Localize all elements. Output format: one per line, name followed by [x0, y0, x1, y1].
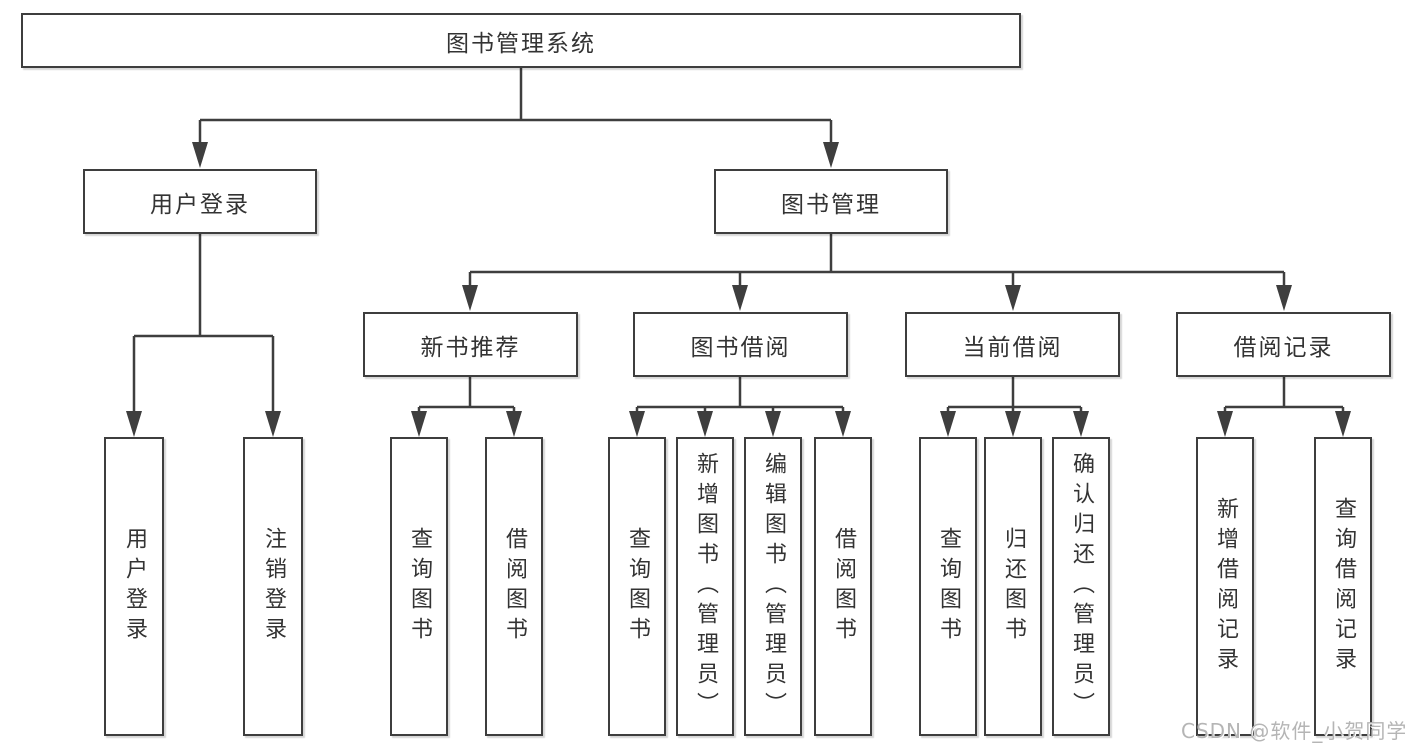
arrowhead-icon — [732, 285, 748, 311]
node-book-management: 图书管理 — [714, 169, 948, 234]
arrowhead-icon — [1005, 285, 1021, 311]
arrowhead-icon — [823, 142, 839, 168]
arrowhead-icon — [462, 285, 478, 311]
node-borrow-books-borrowing: 借阅图书 — [814, 437, 872, 736]
arrowhead-icon — [1335, 411, 1351, 437]
arrowheads — [126, 142, 1351, 437]
node-new-book-recommendation: 新书推荐 — [363, 312, 578, 377]
arrowhead-icon — [411, 411, 427, 437]
node-current-borrowing: 当前借阅 — [905, 312, 1120, 377]
node-add-books-admin: 新增图书（管理员） — [676, 437, 734, 736]
arrowhead-icon — [506, 411, 522, 437]
arrowhead-icon — [265, 411, 281, 437]
node-query-borrow-record: 查询借阅记录 — [1314, 437, 1372, 736]
node-logout-leaf: 注销登录 — [243, 437, 303, 736]
node-confirm-return-admin: 确认归还（管理员） — [1052, 437, 1110, 736]
watermark-text: CSDN @软件_小贺同学 — [1181, 719, 1405, 743]
node-user-login: 用户登录 — [83, 169, 317, 234]
node-query-books-borrowing: 查询图书 — [608, 437, 666, 736]
arrowhead-icon — [1217, 411, 1233, 437]
arrowhead-icon — [192, 142, 208, 168]
arrowhead-icon — [1276, 285, 1292, 311]
arrowhead-icon — [835, 411, 851, 437]
arrowhead-icon — [697, 411, 713, 437]
arrowhead-icon — [765, 411, 781, 437]
node-return-books: 归还图书 — [984, 437, 1042, 736]
node-borrowing-records: 借阅记录 — [1176, 312, 1391, 377]
node-library-management-system: 图书管理系统 — [21, 13, 1021, 68]
arrowhead-icon — [629, 411, 645, 437]
arrowhead-icon — [126, 411, 142, 437]
node-book-borrowing: 图书借阅 — [633, 312, 848, 377]
node-query-books-current: 查询图书 — [919, 437, 977, 736]
node-add-borrow-record: 新增借阅记录 — [1196, 437, 1254, 736]
node-edit-books-admin: 编辑图书（管理员） — [744, 437, 802, 736]
arrowhead-icon — [1073, 411, 1089, 437]
arrowhead-icon — [1005, 411, 1021, 437]
node-borrow-books-recommend: 借阅图书 — [485, 437, 543, 736]
node-user-login-leaf: 用户登录 — [104, 437, 164, 736]
arrowhead-icon — [940, 411, 956, 437]
node-query-books-recommend: 查询图书 — [390, 437, 448, 736]
